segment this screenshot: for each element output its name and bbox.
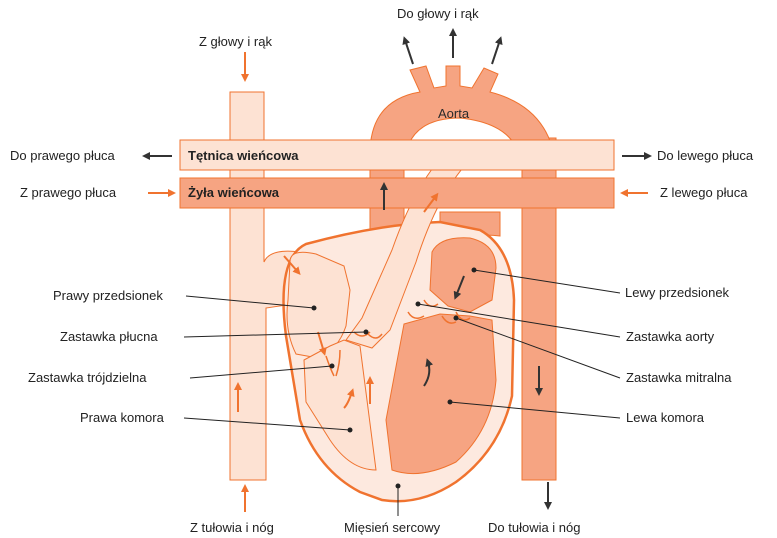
arrow-head-right <box>492 40 500 64</box>
arrow-head-left <box>405 40 413 64</box>
label-mitral-valve: Zastawka mitralna <box>626 370 732 385</box>
dot-right-atrium <box>312 306 317 311</box>
aorta-label: Aorta <box>438 106 470 121</box>
dot-left-ventricle <box>448 400 453 405</box>
band-artery-label: Tętnica wieńcowa <box>188 148 299 163</box>
label-right-ventricle: Prawa komora <box>80 410 165 425</box>
dot-mitral-valve <box>454 316 459 321</box>
dot-tricuspid-valve <box>330 364 335 369</box>
label-bottom-right: Do tułowia i nóg <box>488 520 581 535</box>
label-bottom-left: Z tułowia i nóg <box>190 520 274 535</box>
label-bottom-center: Mięsień sercowy <box>344 520 441 535</box>
label-pulmonary-valve: Zastawka płucna <box>60 329 158 344</box>
label-left-lower: Z prawego płuca <box>20 185 117 200</box>
dot-pulmonary-valve <box>364 330 369 335</box>
label-right-atrium: Prawy przedsionek <box>53 288 163 303</box>
label-top-left: Z głowy i rąk <box>199 34 272 49</box>
label-aortic-valve: Zastawka aorty <box>626 329 715 344</box>
band-vein-label: Żyła wieńcowa <box>188 185 280 200</box>
label-top-right: Do głowy i rąk <box>397 6 479 21</box>
dot-heart-muscle <box>396 484 401 489</box>
dot-left-atrium <box>472 268 477 273</box>
dot-aortic-valve <box>416 302 421 307</box>
dot-right-ventricle <box>348 428 353 433</box>
label-right-upper: Do lewego płuca <box>657 148 754 163</box>
label-tricuspid-valve: Zastawka trójdzielna <box>28 370 147 385</box>
label-left-ventricle: Lewa komora <box>626 410 705 425</box>
label-left-atrium: Lewy przedsionek <box>625 285 730 300</box>
label-left-upper: Do prawego płuca <box>10 148 116 163</box>
label-right-lower: Z lewego płuca <box>660 185 748 200</box>
